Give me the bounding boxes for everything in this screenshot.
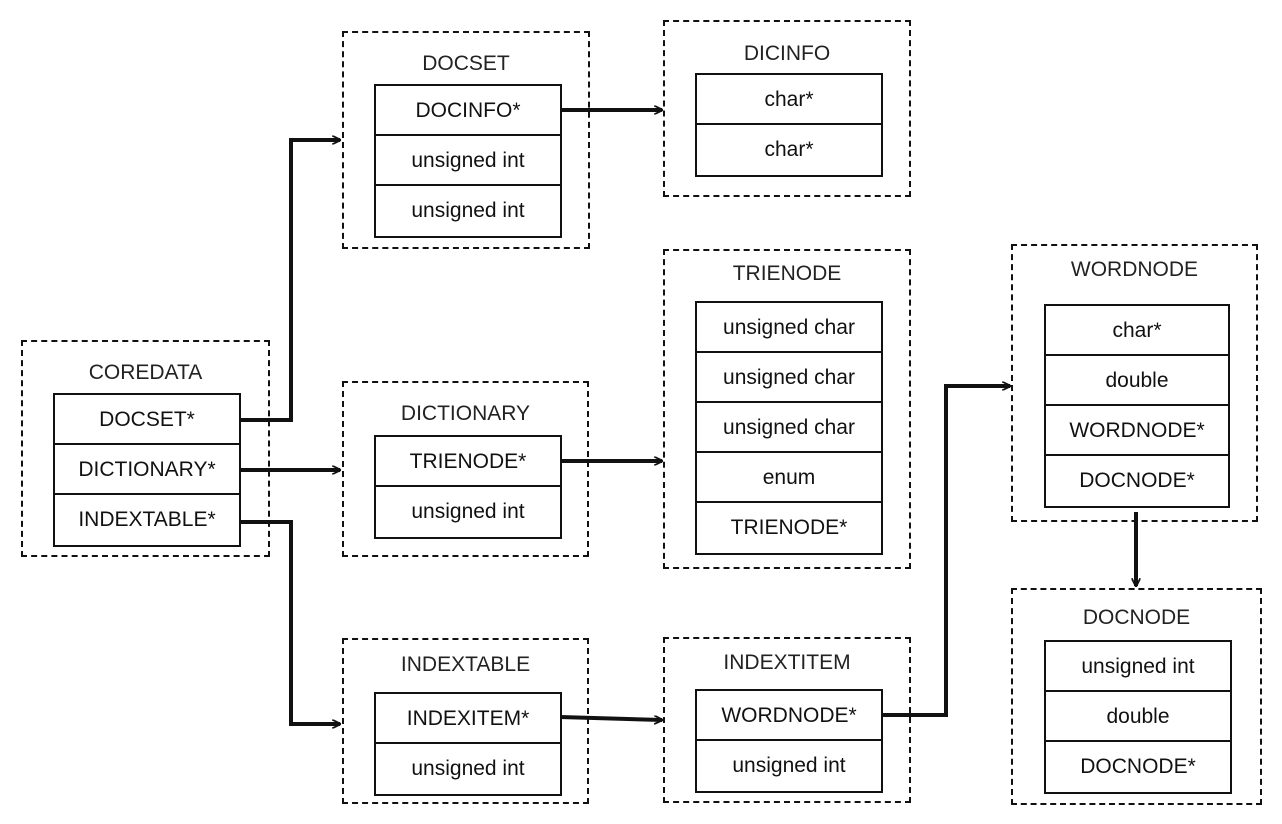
field-coredata-docset: DOCSET* (55, 395, 239, 445)
field-docnode-id: unsigned int (1046, 642, 1230, 692)
arrow-coredata-indextable (240, 520, 340, 724)
field-trienode-next: TRIENODE* (730, 516, 848, 539)
group-dictionary: DICTIONARY TRIENODE* unsigned int (342, 381, 589, 557)
group-wordnode: WORDNODE char* double WORDNODE* DOCNODE* (1011, 244, 1258, 522)
group-title-docset: DOCSET (422, 52, 510, 75)
struct-indextable: INDEXITEM* unsigned int (374, 692, 562, 796)
group-title-coredata: COREDATA (88, 361, 203, 384)
field-docset-count-2: unsigned int (411, 199, 525, 222)
group-title-wordnode: WORDNODE (1070, 258, 1199, 281)
field-docnode-next: DOCNODE* (1080, 755, 1196, 778)
struct-indextitem: WORDNODE* unsigned int (695, 689, 883, 793)
field-indextitem-count: unsigned int (732, 754, 846, 777)
field-trienode-enum: enum (697, 453, 881, 503)
field-trienode-char-2: unsigned char (697, 353, 881, 403)
field-dicinfo-char-1: char* (697, 75, 881, 125)
field-wordnode-double: double (1046, 356, 1228, 406)
field-docset-count-1: unsigned int (376, 136, 560, 186)
group-docset: DOCSET DOCINFO* unsigned int unsigned in… (342, 31, 590, 249)
group-title-dictionary: DICTIONARY (400, 402, 531, 425)
field-docnode-double: double (1046, 692, 1230, 742)
field-dicinfo-char-2: char* (764, 138, 814, 161)
field-dictionary-trienode: TRIENODE* (376, 437, 560, 487)
field-indextable-count: unsigned int (411, 757, 525, 780)
group-coredata: COREDATA DOCSET* DICTIONARY* INDEXTABLE* (21, 340, 270, 557)
struct-docnode: unsigned int double DOCNODE* (1044, 640, 1232, 794)
group-title-dicinfo: DICINFO (743, 42, 831, 65)
group-title-trienode: TRIENODE (732, 262, 842, 285)
field-coredata-dictionary: DICTIONARY* (55, 445, 239, 495)
struct-wordnode: char* double WORDNODE* DOCNODE* (1044, 304, 1230, 508)
arrow-coredata-docset (240, 140, 340, 422)
struct-dictionary: TRIENODE* unsigned int (374, 435, 562, 539)
struct-trienode: unsigned char unsigned char unsigned cha… (695, 301, 883, 555)
field-trienode-char-3: unsigned char (697, 403, 881, 453)
field-indextable-indexitem: INDEXITEM* (376, 694, 560, 744)
group-indextable: INDEXTABLE INDEXITEM* unsigned int (342, 638, 589, 804)
field-docset-docinfo: DOCINFO* (376, 86, 560, 136)
arrow-indextitem-wordnode (882, 386, 1010, 717)
group-trienode: TRIENODE unsigned char unsigned char uns… (663, 249, 911, 569)
field-indextitem-wordnode: WORDNODE* (697, 691, 881, 741)
struct-docset: DOCINFO* unsigned int unsigned int (374, 84, 562, 238)
field-wordnode-docnode: DOCNODE* (1079, 469, 1195, 492)
struct-dicinfo: char* char* (695, 73, 883, 177)
arrow-indextable-indextitem (559, 715, 662, 720)
field-wordnode-next: WORDNODE* (1046, 406, 1228, 456)
field-coredata-indextable: INDEXTABLE* (78, 508, 216, 531)
field-trienode-char-1: unsigned char (697, 303, 881, 353)
group-indextitem: INDEXTITEM WORDNODE* unsigned int (663, 637, 911, 803)
group-title-docnode: DOCNODE (1082, 606, 1191, 629)
field-dictionary-count: unsigned int (411, 500, 525, 523)
group-title-indextable: INDEXTABLE (400, 653, 531, 676)
field-wordnode-char: char* (1046, 306, 1228, 356)
group-dicinfo: DICINFO char* char* (663, 20, 911, 197)
group-docnode: DOCNODE unsigned int double DOCNODE* (1011, 588, 1262, 805)
group-title-indextitem: INDEXTITEM (723, 651, 851, 674)
struct-coredata: DOCSET* DICTIONARY* INDEXTABLE* (53, 393, 241, 547)
